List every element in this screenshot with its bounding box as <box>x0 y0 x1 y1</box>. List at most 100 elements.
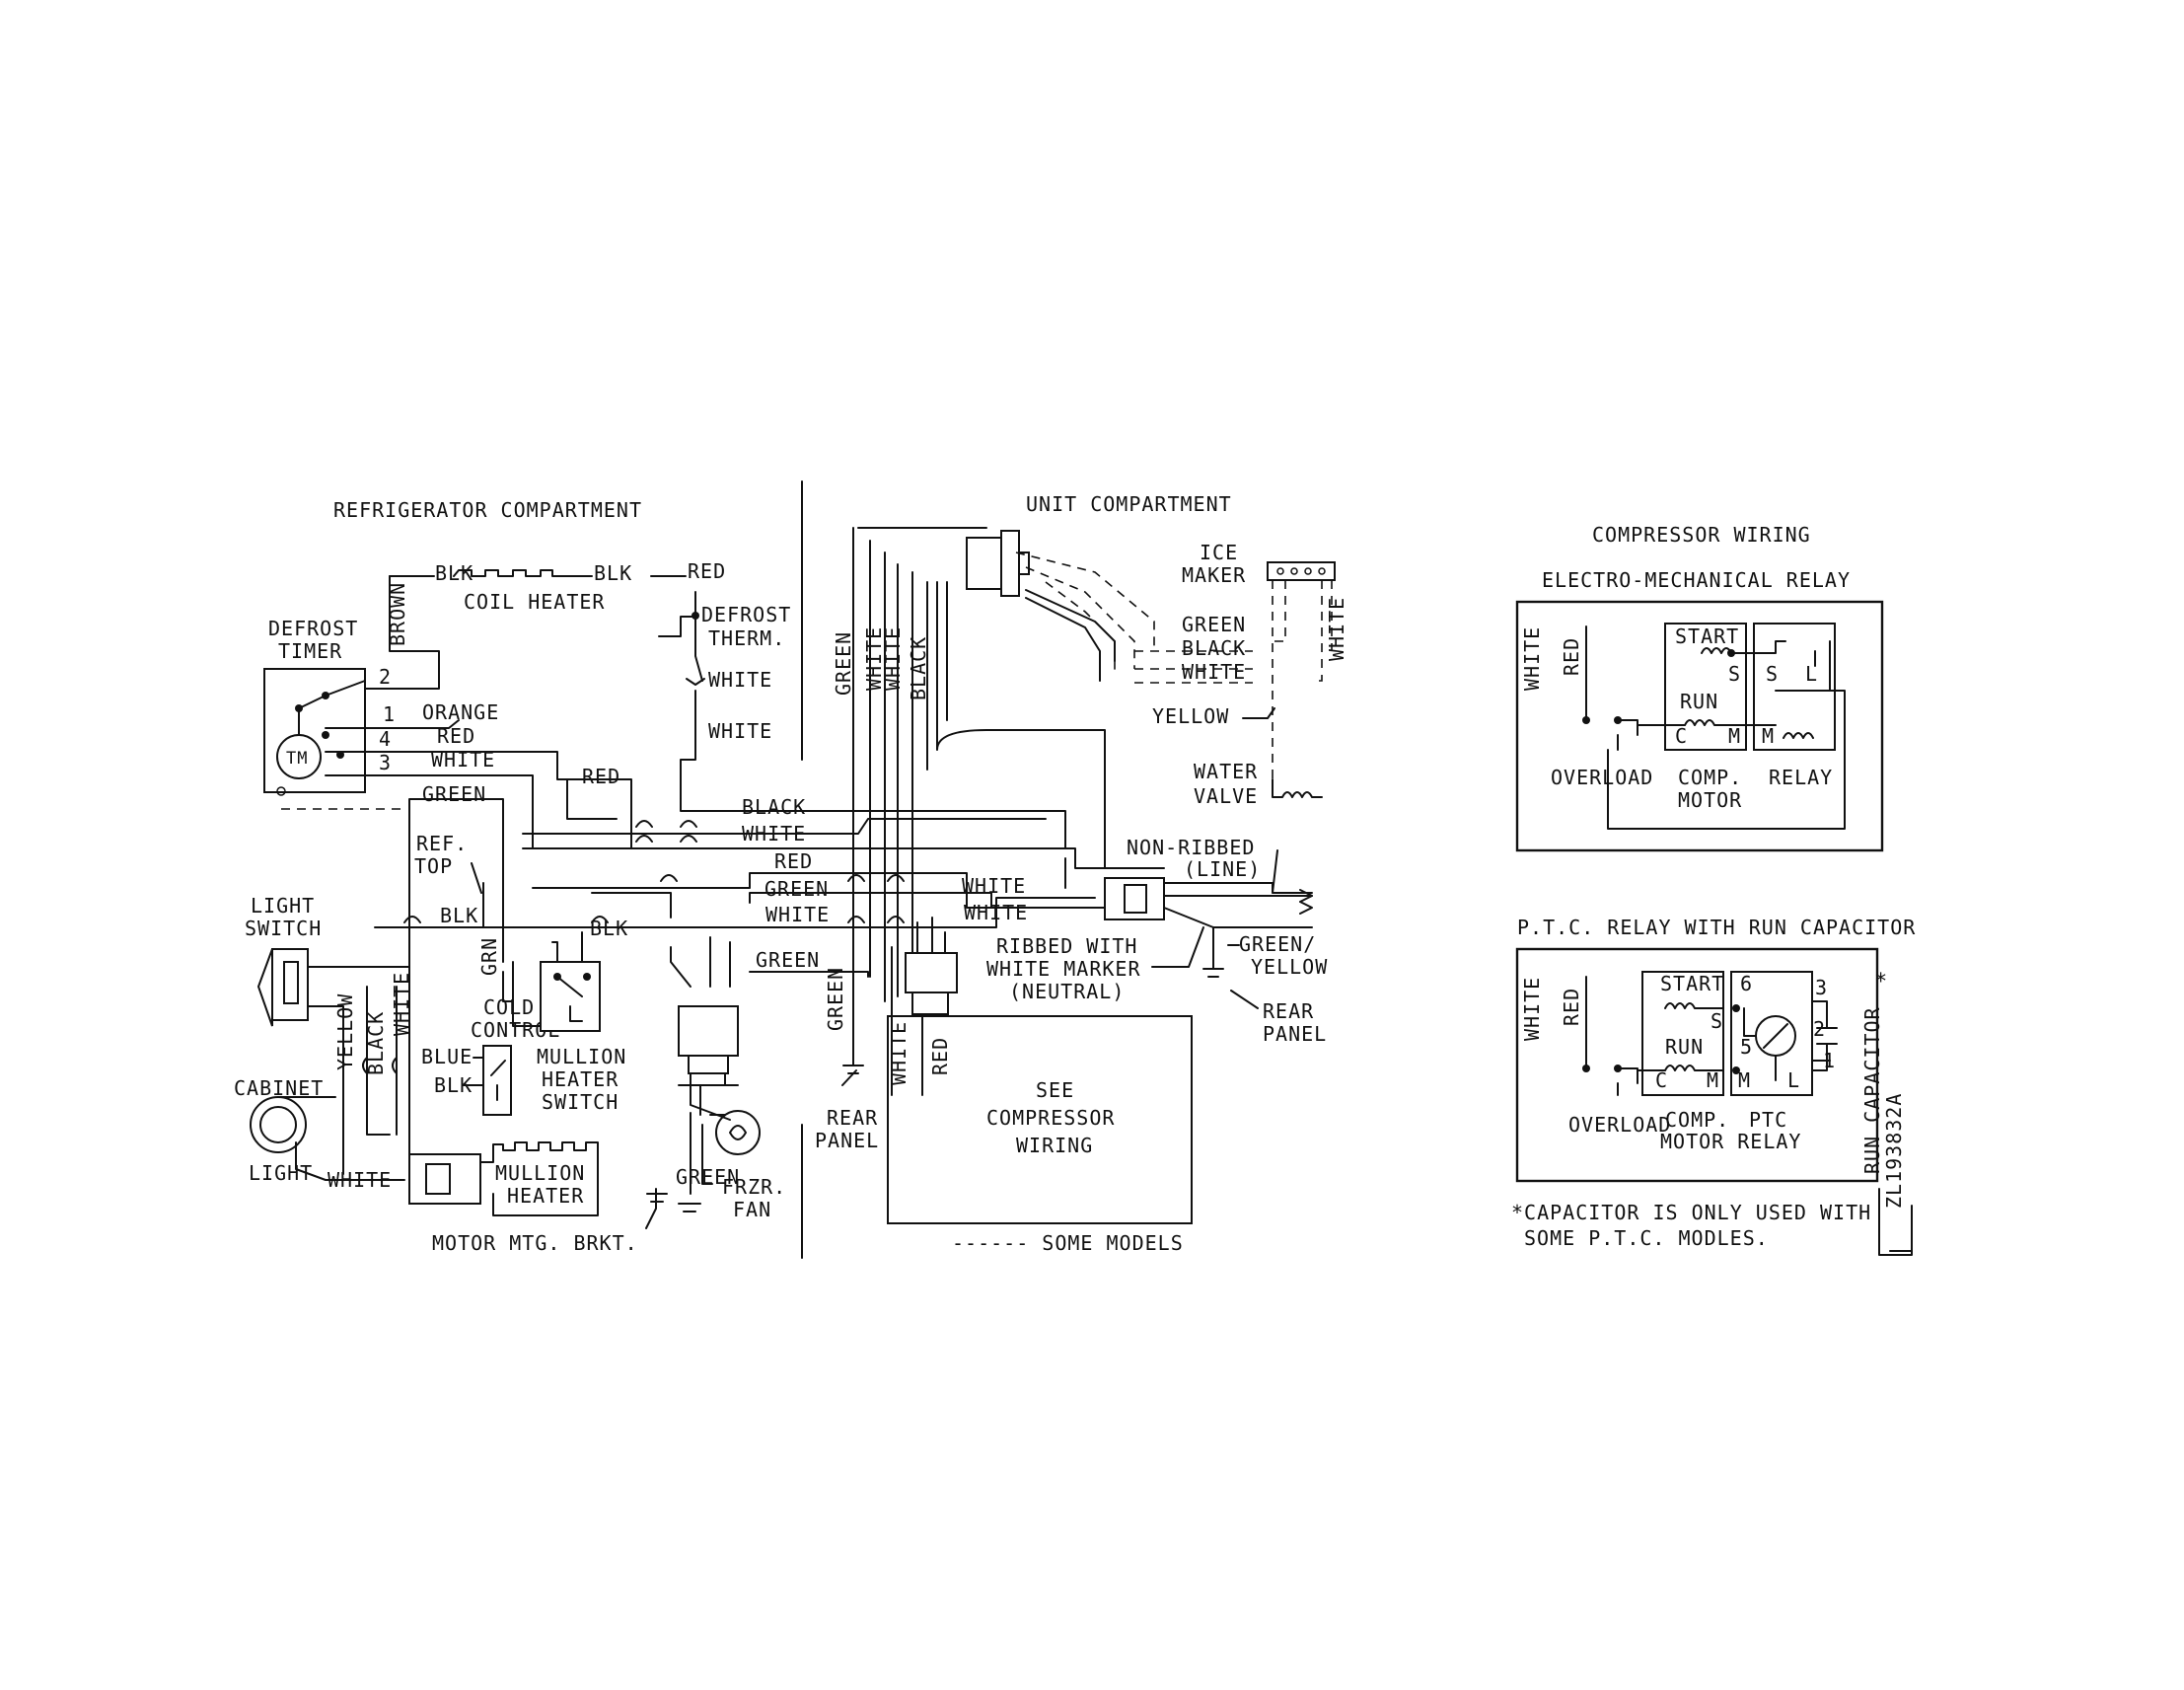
orange-wire <box>325 719 460 729</box>
refrigerator-compartment-heading: REFRIGERATOR COMPARTMENT <box>333 498 642 522</box>
ptc-c-label: C <box>1655 1068 1668 1092</box>
ice-maker-connector <box>1267 561 1336 581</box>
run-capacitor-icon <box>1811 1000 1838 1071</box>
em-relay-m-label: M <box>1762 724 1775 748</box>
mullion-heater-label-2: HEATER <box>507 1184 584 1208</box>
ptc-thermistor-icon <box>1743 1007 1796 1081</box>
ptc-terminal-6: 6 <box>1740 972 1753 995</box>
ptc-white-label: WHITE <box>1520 977 1544 1041</box>
ice-black-label: BLACK <box>1182 636 1246 660</box>
white-timer-label: WHITE <box>431 748 495 772</box>
cord-ground-icon <box>1202 926 1240 978</box>
cold-control-icon <box>540 961 601 1032</box>
rear-panel-right-2: PANEL <box>1263 1022 1327 1046</box>
em-comp-label: COMP. <box>1678 766 1742 789</box>
see-compressor-label-1: SEE <box>1036 1078 1074 1102</box>
unit-vertical-wires <box>852 527 1106 1002</box>
blue-label: BLUE <box>421 1045 473 1068</box>
orange-label: ORANGE <box>422 700 499 724</box>
white-upper-wire <box>522 847 1165 869</box>
drawing-number: ZL193832A <box>1882 1093 1906 1209</box>
ptc-m-label: M <box>1707 1068 1719 1092</box>
white-right-label-2: WHITE <box>964 901 1028 924</box>
ice-white-vertical-label: WHITE <box>1325 597 1348 661</box>
unit-green-label: GREEN <box>832 631 855 696</box>
compressor-wiring-heading: COMPRESSOR WIRING <box>1592 523 1811 547</box>
timer-terminal-2: 2 <box>379 665 392 689</box>
ptc-terminal-5: 5 <box>1740 1035 1753 1059</box>
ptc-relay-l-label: L <box>1787 1068 1800 1092</box>
compressor-connector <box>905 952 958 1015</box>
coil-heater-icon <box>389 569 687 577</box>
coil-heater-blk-left: BLK <box>435 561 473 585</box>
run-capacitor-label: RUN CAPACITOR <box>1860 1006 1884 1174</box>
rear-panel-right-1: REAR <box>1263 999 1314 1023</box>
ribbed-label-3: (NEUTRAL) <box>1009 980 1125 1003</box>
wire-crossovers <box>403 820 905 923</box>
green-harness-label: GREEN <box>764 877 829 901</box>
capacitor-note-1: *CAPACITOR IS ONLY USED WITH <box>1511 1201 1871 1224</box>
green-harness-wire <box>749 892 1116 909</box>
frzr-fan-label-2: FAN <box>733 1198 771 1221</box>
white-harness-label: WHITE <box>742 822 806 845</box>
unit-white-label-2: WHITE <box>881 626 905 691</box>
black-harness-label: BLACK <box>742 795 806 819</box>
ice-white-label: WHITE <box>1182 660 1246 684</box>
em-white-label: WHITE <box>1520 626 1544 691</box>
em-motor-label: MOTOR <box>1678 788 1742 812</box>
therm-white-label-2: WHITE <box>708 719 772 743</box>
green-ground-label: GREEN <box>422 782 486 806</box>
em-red-label: RED <box>1560 637 1583 676</box>
timer-terminal-4: 4 <box>379 727 392 751</box>
coil-heater-blk-right: BLK <box>594 561 632 585</box>
rear-panel-mid-2: PANEL <box>815 1129 879 1152</box>
see-compressor-box <box>887 1015 1193 1224</box>
red-main-label: RED <box>582 765 620 788</box>
line-cord <box>1163 849 1313 928</box>
mullion-switch-label-2: HEATER <box>542 1067 619 1091</box>
see-compressor-label-3: WIRING <box>1016 1134 1093 1157</box>
defrost-timer-label-1: DEFROST <box>268 617 358 640</box>
non-ribbed-label-1: NON-RIBBED <box>1127 836 1255 859</box>
ice-green-label: GREEN <box>1182 613 1246 636</box>
ptc-comp-motor-box <box>1641 971 1724 1096</box>
em-s-label: S <box>1728 662 1741 686</box>
brown-label: BROWN <box>386 582 409 646</box>
cold-control-label-1: COLD <box>483 995 535 1019</box>
comp-white-label: WHITE <box>887 1021 910 1085</box>
white-timer-wire <box>325 774 534 849</box>
ribbed-label-2: WHITE MARKER <box>986 957 1141 981</box>
water-valve-label-2: VALVE <box>1194 784 1258 808</box>
em-c-label: C <box>1675 724 1688 748</box>
blk-cold-label: BLK <box>590 917 628 940</box>
unit-connector <box>966 530 1030 597</box>
defrost-timer-label-2: TIMER <box>278 639 342 663</box>
brown-wire <box>364 575 440 690</box>
defrost-timer: TM <box>263 668 366 793</box>
ptc-start-label: START <box>1660 972 1724 995</box>
blk-cold-wire <box>591 892 672 918</box>
fan-green-label: GREEN <box>756 948 820 972</box>
some-models-label: ------ SOME MODELS <box>952 1231 1184 1255</box>
mullion-heater-icon <box>479 1141 599 1216</box>
em-m-label: M <box>1728 724 1741 748</box>
line-cord-connector <box>1104 877 1165 920</box>
em-overload-label: OVERLOAD <box>1551 766 1653 789</box>
water-valve-label-1: WATER <box>1194 760 1258 783</box>
unit-white-label-1: WHITE <box>862 626 886 691</box>
em-relay-box <box>1753 623 1836 751</box>
coil-heater-red: RED <box>688 559 726 583</box>
green-ground-wire <box>408 798 504 1175</box>
light-label: LIGHT <box>249 1161 313 1185</box>
freezer-fan-icon <box>715 1110 761 1155</box>
frzr-fan-label-1: FRZR. <box>722 1175 786 1199</box>
white-lower-wire <box>492 897 1096 928</box>
em-relay-l-label: L <box>1805 662 1818 686</box>
green-yellow-label-2: YELLOW <box>1251 955 1328 979</box>
ptc-overload-label: OVERLOAD <box>1568 1113 1671 1137</box>
mullion-switch-label-1: MULLION <box>537 1045 626 1068</box>
ptc-red-label: RED <box>1560 988 1583 1026</box>
unit-compartment-heading: UNIT COMPARTMENT <box>1026 492 1232 516</box>
run-capacitor-star: * <box>1874 970 1888 994</box>
